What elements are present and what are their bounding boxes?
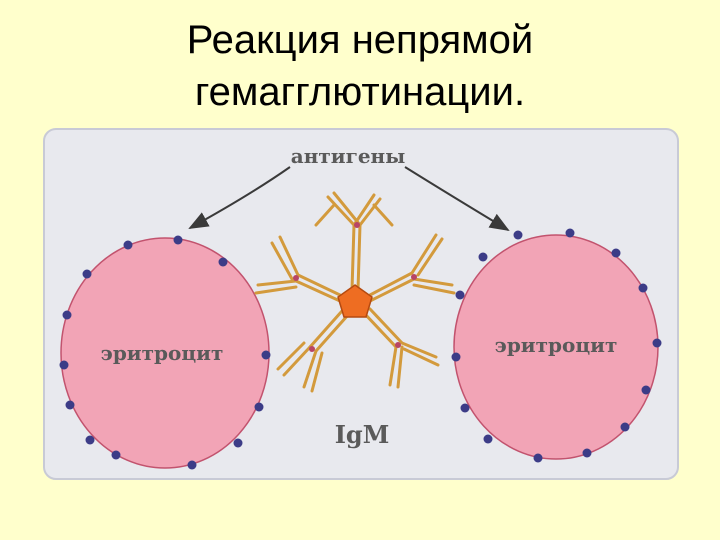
antigen-dot bbox=[233, 438, 243, 448]
antigen-dot bbox=[59, 360, 69, 370]
antigen-dot bbox=[620, 422, 630, 432]
left-arrow bbox=[188, 166, 291, 229]
antigen-dot bbox=[111, 450, 121, 460]
slide-title: Реакция непрямой гемагглютинации. bbox=[0, 14, 720, 118]
antigen-dot bbox=[638, 283, 648, 293]
igm-label: IgM bbox=[335, 420, 390, 449]
antigen-dot bbox=[483, 434, 493, 444]
core-pentagon bbox=[337, 284, 373, 318]
right-antigen-dots bbox=[451, 228, 662, 463]
igm-pentamer bbox=[254, 191, 456, 393]
antigen-dot bbox=[451, 352, 461, 362]
right-erythrocyte-label: эритроцит bbox=[495, 333, 618, 357]
antigen-dot bbox=[565, 228, 575, 238]
antigens-label: антигены bbox=[291, 144, 406, 168]
igm-arm-upper-left bbox=[254, 235, 342, 303]
left-antigen-dots bbox=[59, 235, 271, 470]
antigen-dot bbox=[533, 453, 543, 463]
antigen-dot bbox=[254, 402, 264, 412]
antigen-dot bbox=[513, 230, 523, 240]
igm-arm-upper-right bbox=[368, 233, 456, 303]
antigen-dot bbox=[62, 310, 72, 320]
antigen-dot bbox=[611, 248, 621, 258]
antigen-dot bbox=[173, 235, 183, 245]
antigen-dot bbox=[187, 460, 197, 470]
igm-hemagglutination-diagram: антигены эритроцит эритроцит IgM bbox=[40, 125, 682, 483]
title-line-1: Реакция непрямой bbox=[186, 18, 534, 62]
igm-arm-lower-right bbox=[362, 307, 440, 389]
igm-arm-up bbox=[314, 191, 394, 292]
antigen-dot bbox=[123, 240, 133, 250]
antigen-dot bbox=[582, 448, 592, 458]
antigen-dot bbox=[85, 435, 95, 445]
antigen-dot bbox=[652, 338, 662, 348]
antigen-dot bbox=[478, 252, 488, 262]
antigen-dot bbox=[460, 403, 470, 413]
antigen-dot bbox=[641, 385, 651, 395]
igm-arm-lower-left bbox=[276, 309, 350, 393]
title-line-2: гемагглютинации. bbox=[194, 70, 526, 114]
antigen-dot bbox=[455, 290, 465, 300]
antigen-dot bbox=[65, 400, 75, 410]
right-arrow bbox=[404, 166, 510, 232]
antigen-dot bbox=[218, 257, 228, 267]
diagram-canvas: антигены эритроцит эритроцит IgM bbox=[43, 128, 679, 480]
hinge-points bbox=[293, 222, 417, 352]
left-erythrocyte-label: эритроцит bbox=[101, 341, 224, 365]
antigen-dot bbox=[82, 269, 92, 279]
antigen-dot bbox=[261, 350, 271, 360]
